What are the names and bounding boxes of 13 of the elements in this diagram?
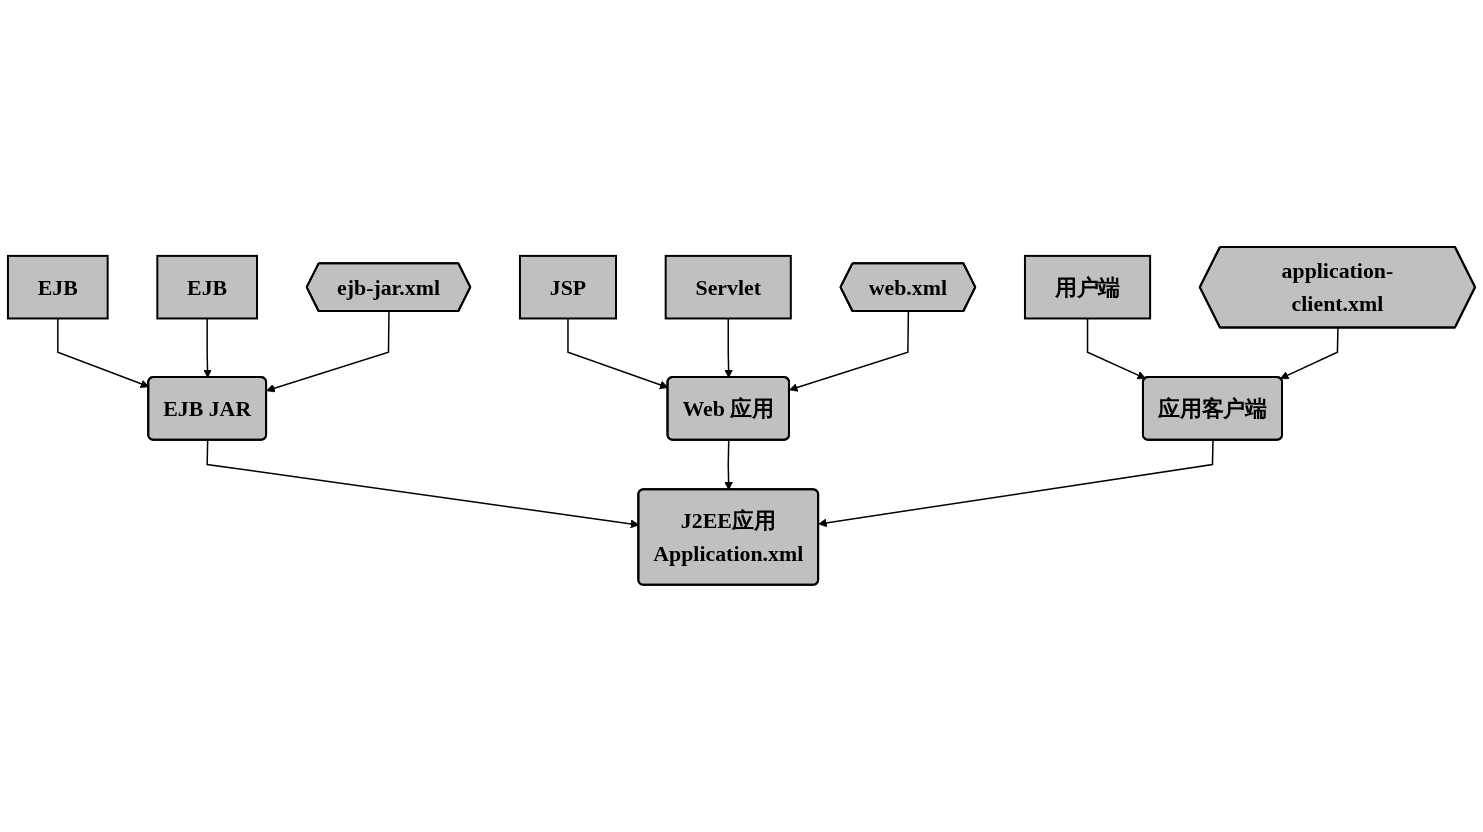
arrow [1086,317,1146,380]
node-box: EJB [156,255,258,320]
node-box: Servlet [664,255,792,320]
node-box: JSP [518,255,617,320]
arrow [203,317,212,379]
node-box: EJB [6,255,109,320]
arrow [818,439,1214,528]
arrow [1280,327,1339,380]
arrow [789,310,910,392]
arrow [266,310,390,393]
arrow [724,317,733,379]
arrow [724,439,733,491]
node-box: 用户端 [1023,255,1152,320]
